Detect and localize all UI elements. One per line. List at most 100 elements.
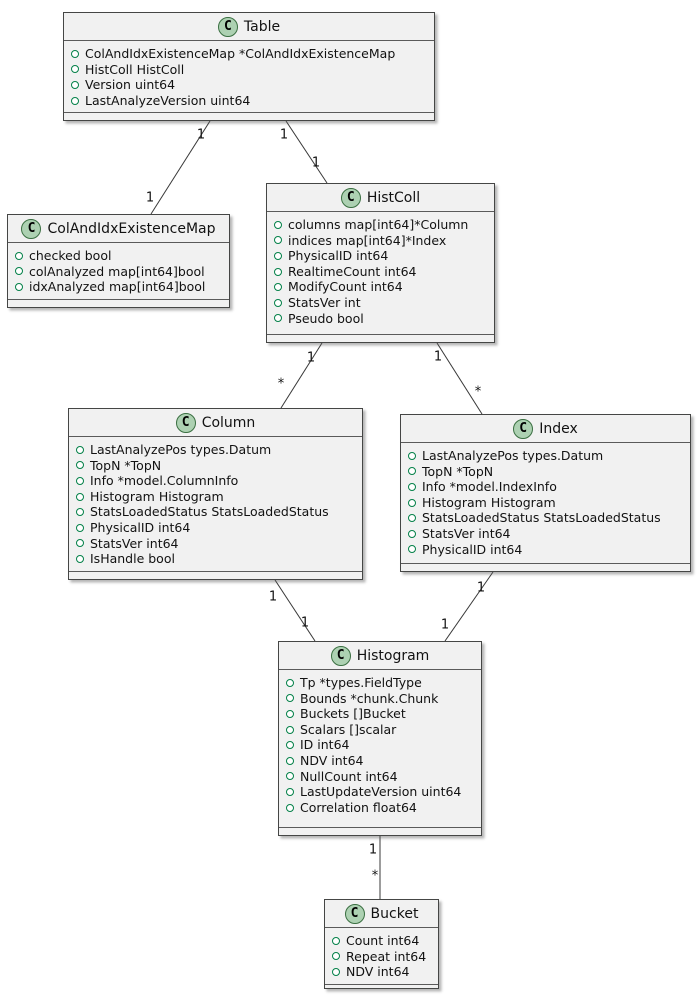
class-field-row: Bounds *chunk.Chunk [286, 691, 474, 707]
class-box-histcoll: C HistColl columns map[int64]*Column ind… [266, 183, 495, 343]
class-name: Bucket [370, 905, 419, 922]
field-text: Info *model.IndexInfo [422, 479, 557, 495]
class-circle-icon: C [21, 218, 42, 239]
class-field-row: NDV int64 [332, 964, 431, 980]
field-visibility-icon [71, 49, 79, 58]
field-text: NullCount int64 [300, 768, 398, 784]
class-circle-icon: C [175, 412, 196, 433]
field-text: StatsLoadedStatus StatsLoadedStatus [90, 504, 329, 520]
class-field-row: Histogram Histogram [408, 495, 683, 511]
field-visibility-icon [286, 787, 294, 796]
class-circle-icon: C [330, 645, 351, 666]
class-methods-empty-compartment [8, 299, 229, 307]
class-field-row: LastUpdateVersion uint64 [286, 784, 474, 800]
field-text: NDV int64 [346, 964, 410, 980]
class-field-row: Correlation float64 [286, 800, 474, 816]
class-header: C Table [64, 13, 434, 41]
field-visibility-icon [274, 251, 282, 260]
field-text: Histogram Histogram [422, 494, 556, 510]
field-text: idxAnalyzed map[int64]bool [29, 279, 206, 295]
field-visibility-icon [286, 725, 294, 734]
field-visibility-icon [15, 282, 23, 291]
field-text: Tp *types.FieldType [300, 675, 422, 690]
field-visibility-icon [286, 709, 294, 718]
field-visibility-icon [274, 283, 282, 292]
class-header: C Histogram [279, 642, 481, 670]
field-visibility-icon [71, 96, 79, 105]
class-fields: Tp *types.FieldType Bounds *chunk.Chunk … [279, 670, 481, 827]
field-text: StatsLoadedStatus StatsLoadedStatus [422, 510, 661, 526]
class-name: Table [243, 18, 281, 35]
class-box-colandidxexistencemap: C ColAndIdxExistenceMap checked bool col… [7, 214, 230, 308]
class-box-bucket: C Bucket Count int64 Repeat int64 NDV in… [324, 899, 439, 989]
field-visibility-icon [408, 482, 416, 491]
field-text: Buckets []Bucket [300, 706, 406, 722]
field-text: ColAndIdxExistenceMap *ColAndIdxExistenc… [85, 46, 396, 61]
field-text: Bounds *chunk.Chunk [300, 690, 439, 706]
field-visibility-icon [76, 539, 84, 548]
field-text: ModifyCount int64 [288, 279, 403, 295]
field-text: TopN *TopN [422, 463, 494, 479]
class-box-histogram: C Histogram Tp *types.FieldType Bounds *… [278, 641, 482, 836]
multiplicity-label: 1 [279, 127, 289, 143]
class-field-row: Info *model.ColumnInfo [76, 473, 355, 489]
field-visibility-icon [274, 314, 282, 323]
field-text: NDV int64 [300, 752, 364, 768]
class-field-row: ColAndIdxExistenceMap *ColAndIdxExistenc… [71, 46, 427, 62]
class-header: C ColAndIdxExistenceMap [8, 215, 229, 243]
class-field-row: LastAnalyzeVersion uint64 [71, 93, 427, 109]
class-methods-empty-compartment [325, 983, 438, 992]
class-fields: Count int64 Repeat int64 NDV int64 [325, 928, 438, 984]
field-visibility-icon [76, 492, 84, 501]
field-text: TopN *TopN [90, 457, 162, 473]
class-field-row: Tp *types.FieldType [286, 675, 474, 691]
class-field-row: idxAnalyzed map[int64]bool [15, 279, 222, 295]
class-methods-empty-compartment [401, 563, 690, 571]
field-visibility-icon [286, 803, 294, 812]
class-field-row: StatsLoadedStatus StatsLoadedStatus [408, 510, 683, 526]
field-visibility-icon [286, 756, 294, 765]
class-header: C Column [69, 409, 362, 437]
class-name: Histogram [356, 647, 430, 664]
class-field-row: LastAnalyzePos types.Datum [76, 442, 355, 458]
multiplicity-label: 1 [268, 589, 278, 605]
class-field-row: checked bool [15, 248, 222, 264]
field-visibility-icon [286, 678, 294, 687]
field-visibility-icon [71, 65, 79, 74]
multiplicity-label: 1 [368, 842, 378, 858]
class-circle-icon: C [217, 16, 238, 37]
class-field-row: TopN *TopN [408, 464, 683, 480]
class-field-row: NDV int64 [286, 753, 474, 769]
field-visibility-icon [408, 545, 416, 554]
class-name: Column [201, 414, 256, 431]
field-text: ID int64 [300, 737, 350, 753]
class-fields: columns map[int64]*Column indices map[in… [267, 212, 494, 334]
class-field-row: IsHandle bool [76, 551, 355, 567]
field-text: StatsVer int64 [90, 535, 179, 551]
class-field-row: Pseudo bool [274, 311, 487, 327]
relationship-index-histogram [444, 571, 494, 642]
class-field-row: StatsLoadedStatus StatsLoadedStatus [76, 504, 355, 520]
multiplicity-label: 1 [440, 617, 450, 633]
class-field-row: NullCount int64 [286, 769, 474, 785]
class-field-row: Version uint64 [71, 77, 427, 93]
class-box-index: C Index LastAnalyzePos types.Datum TopN … [400, 414, 691, 572]
class-field-row: Scalars []scalar [286, 722, 474, 738]
field-text: RealtimeCount int64 [288, 263, 417, 279]
multiplicity-label: 1 [433, 349, 443, 365]
class-circle-icon: C [513, 418, 534, 439]
field-text: StatsVer int [288, 294, 361, 310]
field-text: LastAnalyzePos types.Datum [90, 442, 272, 457]
class-circle-icon: C [344, 903, 365, 924]
field-text: LastUpdateVersion uint64 [300, 784, 462, 800]
field-visibility-icon [408, 529, 416, 538]
class-field-row: indices map[int64]*Index [274, 233, 487, 249]
field-visibility-icon [408, 514, 416, 523]
field-text: Pseudo bool [288, 310, 364, 326]
class-name: HistColl [366, 189, 421, 206]
class-fields: LastAnalyzePos types.Datum TopN *TopN In… [401, 443, 690, 563]
class-methods-empty-compartment [279, 827, 481, 835]
class-field-row: Repeat int64 [332, 949, 431, 965]
